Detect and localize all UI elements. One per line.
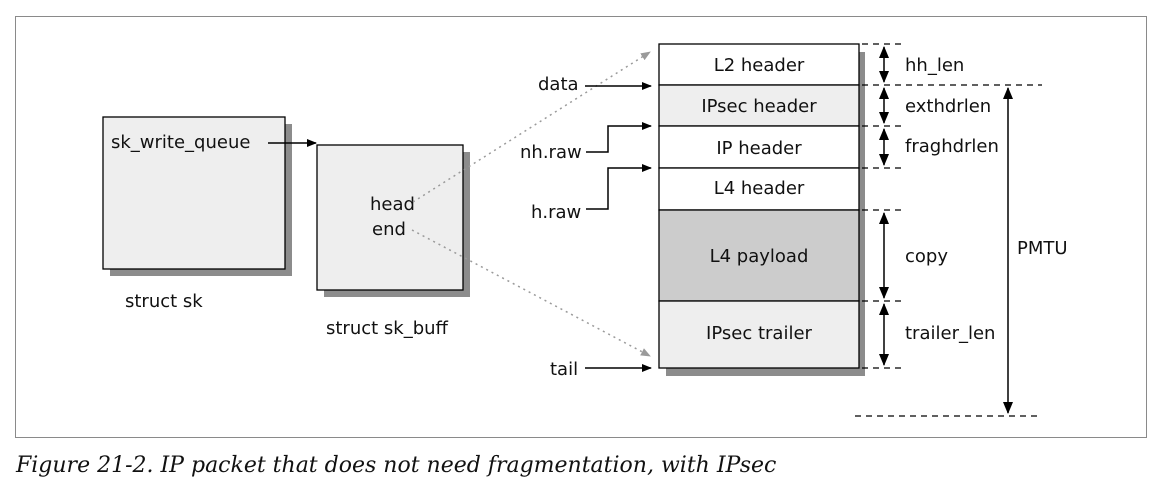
copy-label: copy [905, 246, 948, 267]
skb-end-field: end [372, 219, 406, 240]
l2-header-label: L2 header [714, 55, 805, 76]
struct-sk-box: sk_write_queue struct sk [102, 116, 292, 312]
ipsec-trailer-block [658, 300, 860, 369]
l4-payload-block [658, 209, 860, 302]
l4-payload-label: L4 payload [710, 246, 809, 267]
l4-header-block [658, 167, 860, 211]
h-raw-pointer-label: h.raw [531, 202, 581, 223]
exthdrlen-label: exthdrlen [905, 96, 991, 117]
l4-header-label: L4 header [714, 178, 805, 199]
tail-pointer-label: tail [550, 359, 578, 380]
hh-len-label: hh_len [905, 55, 964, 76]
struct-sk-label: struct sk [125, 291, 203, 312]
nh-raw-pointer-label: nh.raw [520, 142, 582, 163]
fraghdrlen-label: fraghdrlen [905, 136, 999, 157]
pmtu-label: PMTU [1017, 238, 1068, 259]
sk-write-queue-field: sk_write_queue [111, 132, 250, 153]
ipsec-trailer-label: IPsec trailer [706, 323, 812, 344]
ip-header-label: IP header [716, 138, 802, 159]
figure-frame [15, 16, 1147, 438]
head-pointer-arrow [412, 51, 651, 203]
figure-caption: Figure 21-2. IP packet that does not nee… [16, 453, 777, 478]
struct-sk-buff-label: struct sk_buff [326, 318, 449, 339]
packet-buffer: L2 header IPsec header IP header L4 head… [658, 43, 865, 376]
data-pointer-label: data [538, 74, 579, 95]
ipsec-header-label: IPsec header [701, 96, 817, 117]
dimension-guides [855, 43, 1042, 417]
skb-head-field: head [370, 194, 415, 215]
trailer-len-label: trailer_len [905, 323, 995, 344]
h-raw-pointer-arrow [586, 164, 652, 210]
nh-raw-pointer-arrow [586, 122, 652, 153]
struct-sk-buff-box: head end struct sk_buff [316, 144, 470, 339]
dimension-arrows [879, 46, 1013, 414]
